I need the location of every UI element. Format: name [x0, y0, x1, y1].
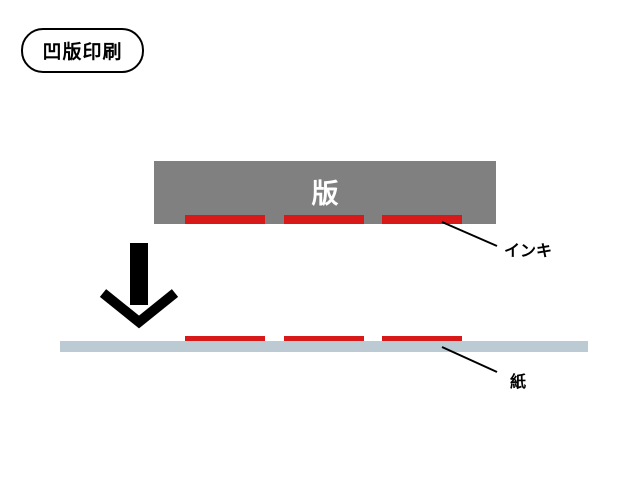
paper-ink-2	[284, 336, 364, 341]
paper-ink-1	[185, 336, 265, 341]
arrow-down-icon	[99, 243, 179, 329]
plate-ink-1	[185, 215, 265, 224]
plate-ink-3	[382, 215, 462, 224]
ink-label: インキ	[504, 241, 553, 260]
plate-ink-2	[284, 215, 364, 224]
paper-leader-line	[441, 346, 498, 373]
paper-label: 紙	[510, 372, 527, 391]
paper-ink-3	[382, 336, 462, 341]
plate-label: 版	[311, 179, 339, 210]
paper-sheet	[60, 341, 588, 352]
ink-leader-line	[441, 221, 498, 247]
diagram-title: 凹版印刷	[21, 28, 144, 73]
printing-plate	[154, 161, 496, 224]
